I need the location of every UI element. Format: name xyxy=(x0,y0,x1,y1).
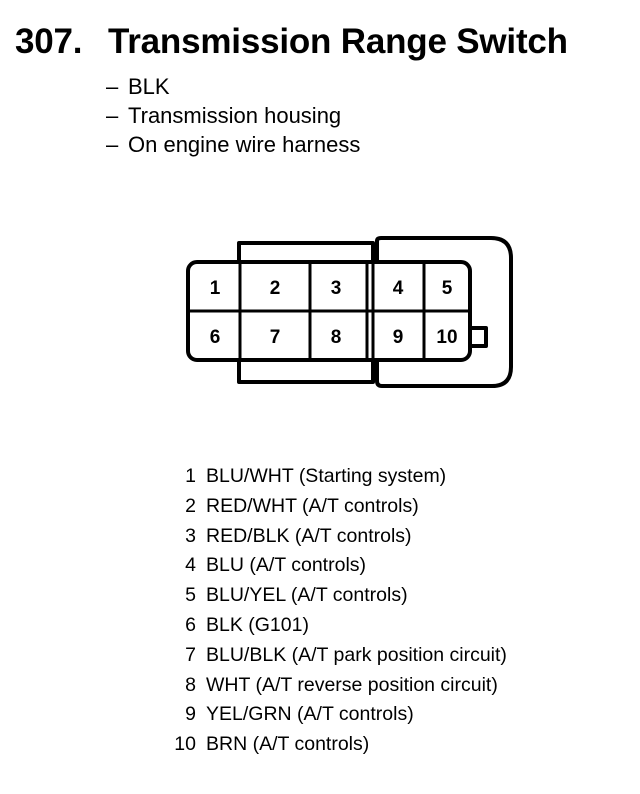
pin-label: 8 xyxy=(331,327,342,348)
wire-description: RED/WHT (A/T controls) xyxy=(206,494,419,517)
wire-description: BLU/YEL (A/T controls) xyxy=(206,584,408,607)
wire-row: 2 RED/WHT (A/T controls) xyxy=(160,492,507,522)
pin-label: 3 xyxy=(331,278,342,299)
wire-pin-number: 6 xyxy=(185,613,196,636)
connector-left-hood-top xyxy=(237,241,375,262)
wire-row: 3 RED/BLK (A/T controls) xyxy=(160,522,507,552)
spec-text: On engine wire harness xyxy=(128,132,361,157)
spec-color: –BLK xyxy=(106,72,360,101)
spec-dash: – xyxy=(106,103,119,128)
spec-list: –BLK –Transmission housing –On engine wi… xyxy=(106,72,360,159)
wire-row: 10 BRN (A/T controls) xyxy=(160,730,507,760)
wire-row: 5 BLU/YEL (A/T controls) xyxy=(160,581,507,611)
spec-dash: – xyxy=(106,74,119,99)
wire-description: YEL/GRN (A/T controls) xyxy=(206,703,414,726)
pin-label: 9 xyxy=(393,327,404,348)
pin-label: 4 xyxy=(393,278,404,299)
wire-pin-number: 5 xyxy=(185,584,196,607)
spec-text: BLK xyxy=(128,74,170,99)
pin-label: 6 xyxy=(210,327,221,348)
pin-label: 2 xyxy=(270,278,281,299)
wire-pin-number: 8 xyxy=(185,673,196,696)
pin-dividers xyxy=(188,262,470,360)
spec-location: –Transmission housing xyxy=(106,101,360,130)
component-name: Transmission Range Switch xyxy=(108,22,568,61)
wire-row: 8 WHT (A/T reverse position circuit) xyxy=(160,671,507,701)
page-title: 307. Transmission Range Switch xyxy=(15,20,568,64)
wire-description: WHT (A/T reverse position circuit) xyxy=(206,673,498,696)
pin-label: 1 xyxy=(210,278,221,299)
wire-row: 6 BLK (G101) xyxy=(160,611,507,641)
wire-description: BLK (G101) xyxy=(206,613,309,636)
wire-description: BLU/WHT (Starting system) xyxy=(206,465,447,487)
connector-left-hood-bottom xyxy=(237,360,375,384)
component-number: 307. xyxy=(15,22,83,61)
connector-right-shell xyxy=(375,236,513,388)
wire-pin-number: 3 xyxy=(185,524,196,547)
wire-row: 9 YEL/GRN (A/T controls) xyxy=(160,700,507,730)
wire-row: 4 BLU (A/T controls) xyxy=(160,551,507,581)
spec-harness: –On engine wire harness xyxy=(106,130,360,159)
wire-pin-number: 2 xyxy=(185,494,196,517)
wire-pin-number: 9 xyxy=(185,703,196,726)
wire-row: 1 BLU/WHT (Starting system) xyxy=(160,462,507,492)
wire-description: BLU (A/T controls) xyxy=(206,554,367,577)
wire-description: BRN (A/T controls) xyxy=(206,733,370,756)
wire-pin-number: 10 xyxy=(174,733,196,756)
connector-lock-tab xyxy=(470,326,488,348)
pin-label: 5 xyxy=(442,278,453,299)
wire-pin-number: 7 xyxy=(185,643,196,666)
wire-list: 1 BLU/WHT (Starting system) 2 RED/WHT (A/T… xyxy=(160,462,507,760)
spec-dash: – xyxy=(106,132,119,157)
pin-label: 7 xyxy=(270,327,281,348)
pin-label: 10 xyxy=(436,327,457,348)
wire-row: 7 BLU/BLK (A/T park position circuit) xyxy=(160,641,507,671)
spec-text: Transmission housing xyxy=(128,103,342,128)
wire-description: RED/BLK (A/T controls) xyxy=(206,524,412,547)
wire-pin-number: 1 xyxy=(185,465,196,487)
wire-description: BLU/BLK (A/T park position circuit) xyxy=(206,643,507,666)
wire-pin-number: 4 xyxy=(185,554,196,577)
